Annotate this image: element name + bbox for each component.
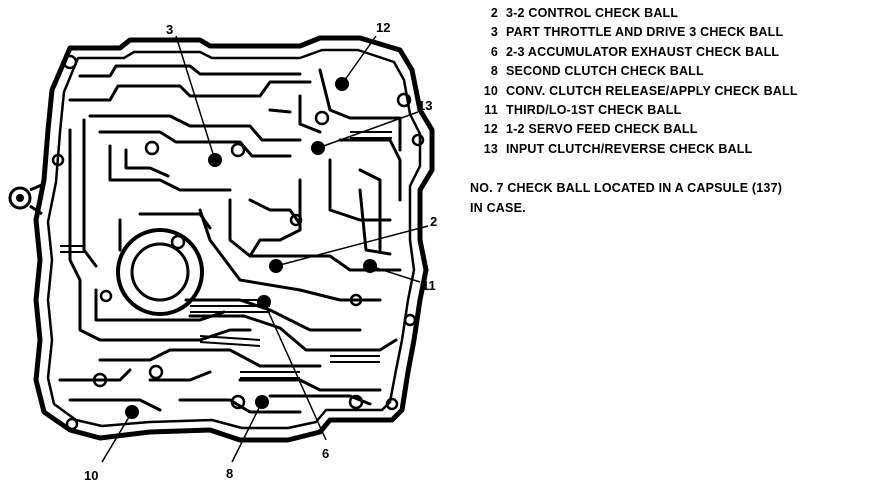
legend-item: 10 CONV. CLUTCH RELEASE/APPLY CHECK BALL — [470, 82, 890, 101]
callout-6: 6 — [322, 446, 329, 461]
legend-item: 11 THIRD/LO-1ST CHECK BALL — [470, 101, 890, 120]
bolt-holes — [51, 54, 425, 431]
legend-label: THIRD/LO-1ST CHECK BALL — [506, 103, 682, 118]
legend-number: 3 — [490, 25, 498, 40]
legend-number: 6 — [490, 44, 498, 59]
callout-3: 3 — [166, 22, 173, 37]
valve-body-diagram: 3 12 13 2 11 10 8 6 — [8, 20, 437, 483]
mounting-lug-arm — [29, 182, 45, 216]
legend-label: PART THROTTLE AND DRIVE 3 CHECK BALL — [506, 25, 784, 40]
legend-item: 3 PART THROTTLE AND DRIVE 3 CHECK BALL — [470, 23, 890, 42]
legend-number: 10 — [483, 83, 498, 98]
accumulator-bore-inner — [130, 242, 190, 302]
legend-number: 12 — [483, 122, 498, 137]
legend-number: 2 — [490, 6, 498, 20]
legend-item: 2 3-2 CONTROL CHECK BALL — [470, 4, 890, 23]
callout-12: 12 — [376, 20, 390, 35]
legend-label: 3-2 CONTROL CHECK BALL — [506, 6, 679, 20]
mounting-lug — [8, 186, 32, 210]
legend-label: 2-3 ACCUMULATOR EXHAUST CHECK BALL — [506, 44, 780, 59]
valve-body-outline — [33, 35, 435, 443]
legend-number: 11 — [484, 103, 498, 118]
callout-2: 2 — [430, 214, 437, 229]
legend-item: 6 2-3 ACCUMULATOR EXHAUST CHECK BALL — [470, 43, 890, 62]
callout-13: 13 — [418, 98, 432, 113]
legend-item: 8 SECOND CLUTCH CHECK BALL — [470, 62, 890, 81]
callout-11: 11 — [422, 278, 436, 293]
note-line-1: NO. 7 CHECK BALL LOCATED IN A CAPSULE (1… — [470, 181, 783, 195]
callout-8: 8 — [226, 466, 233, 481]
callout-10: 10 — [84, 468, 98, 483]
legend-number: 8 — [490, 64, 498, 79]
legend-label: 1-2 SERVO FEED CHECK BALL — [506, 122, 698, 137]
legend-label: INPUT CLUTCH/REVERSE CHECK BALL — [506, 141, 753, 156]
fluid-passages — [58, 64, 402, 414]
legend-item: 13 INPUT CLUTCH/REVERSE CHECK BALL — [470, 140, 890, 159]
legend-number: 13 — [483, 141, 498, 156]
note-line-2: IN CASE. — [470, 201, 526, 215]
mounting-lug-hole — [16, 194, 24, 202]
capsule-note: NO. 7 CHECK BALL LOCATED IN A CAPSULE (1… — [470, 178, 890, 218]
check-ball-legend: 2 3-2 CONTROL CHECK BALL 3 PART THROTTLE A… — [470, 4, 890, 159]
passage-bundles — [60, 131, 392, 379]
accumulator-bore — [116, 228, 204, 316]
legend-item: 12 1-2 SERVO FEED CHECK BALL — [470, 120, 890, 139]
leader-lines — [101, 35, 429, 463]
legend-label: CONV. CLUTCH RELEASE/APPLY CHECK BALL — [506, 83, 798, 98]
valve-body-inner-outline — [46, 48, 422, 430]
legend-label: SECOND CLUTCH CHECK BALL — [506, 64, 704, 79]
